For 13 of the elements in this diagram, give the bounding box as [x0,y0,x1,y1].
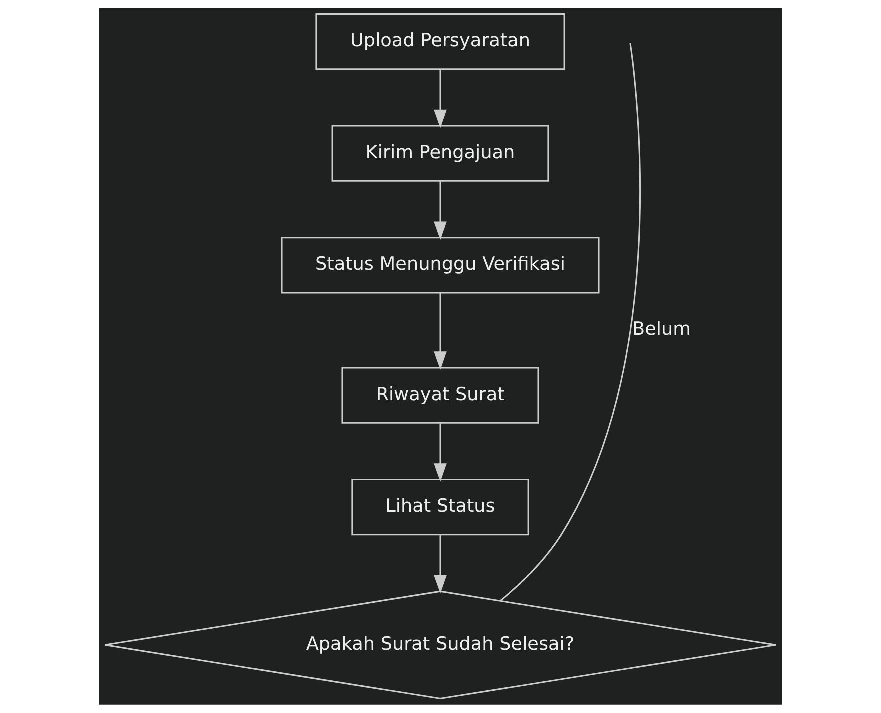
arrow [434,181,447,240]
node-box: Kirim Pengajuan [332,125,550,182]
arrow [434,423,447,482]
arrow [434,293,447,370]
node-box: Status Menunggu Verifikasi [281,237,600,294]
arrow [434,536,447,594]
node-diamond: Apakah Surat Sudah Selesai? [104,590,777,700]
arrow [434,70,447,128]
edge-label: Belum [632,319,692,340]
node-box: Lihat Status [352,479,530,536]
connector [500,43,641,602]
node-box: Riwayat Surat [342,367,540,424]
node-box: Upload Persyaratan [316,13,566,70]
